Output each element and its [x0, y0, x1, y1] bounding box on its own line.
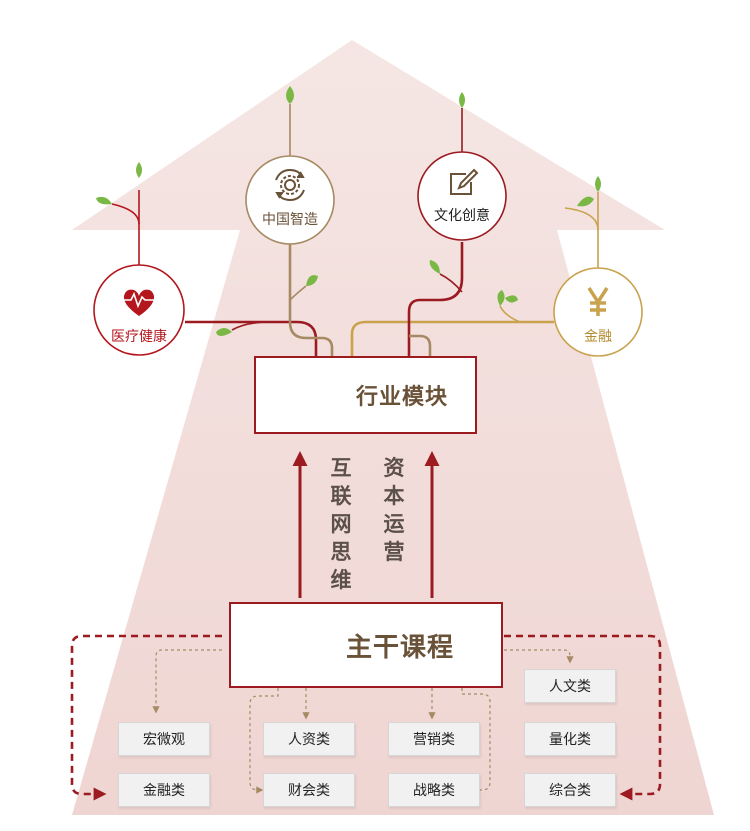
category-macro-micro: 宏微观: [118, 722, 210, 756]
decorative-leaves: [96, 86, 601, 336]
category-connectors: [152, 649, 574, 794]
heart-pulse-icon: [123, 289, 155, 316]
category-comprehensive: 综合类: [524, 773, 616, 807]
gear-cycle-icon: [275, 168, 305, 202]
medical-label: 医疗健康: [111, 329, 167, 345]
category-quantitative: 量化类: [524, 722, 616, 756]
category-finance: 金融类: [118, 773, 210, 807]
category-hr: 人资类: [263, 722, 355, 756]
finance-label: 金融: [584, 329, 612, 345]
industry-module-box: 行业模块: [254, 356, 477, 434]
connector-char: 本: [383, 483, 405, 508]
industry-module-label: 行业模块: [356, 384, 449, 410]
capital-operation-label: 资 本 运 营: [382, 454, 406, 566]
pencil-edit-icon: [450, 168, 479, 195]
category-strategy: 战略类: [388, 773, 480, 807]
connector-char: 网: [330, 511, 352, 536]
connector-char: 运: [383, 511, 405, 536]
connector-char: 思: [330, 539, 352, 564]
category-accounting: 财会类: [263, 773, 355, 807]
category-marketing: 营销类: [388, 722, 480, 756]
connector-char: 互: [330, 455, 352, 480]
core-courses-box: 主干课程: [229, 602, 503, 688]
yen-icon: [587, 287, 609, 316]
industry-connectors: [111, 104, 599, 356]
category-humanities: 人文类: [524, 669, 616, 703]
connector-char: 联: [330, 483, 352, 508]
internet-thinking-label: 互 联 网 思 维: [329, 454, 353, 594]
culture-label: 文化创意: [434, 208, 490, 224]
core-courses-label: 主干课程: [346, 632, 455, 663]
connector-char: 营: [383, 539, 405, 564]
culture-circle: [417, 151, 507, 241]
manufacturing-label: 中国智造: [262, 212, 318, 228]
connector-char: 资: [383, 455, 405, 480]
connector-char: 维: [330, 567, 352, 592]
core-loop-connectors: [70, 634, 662, 801]
